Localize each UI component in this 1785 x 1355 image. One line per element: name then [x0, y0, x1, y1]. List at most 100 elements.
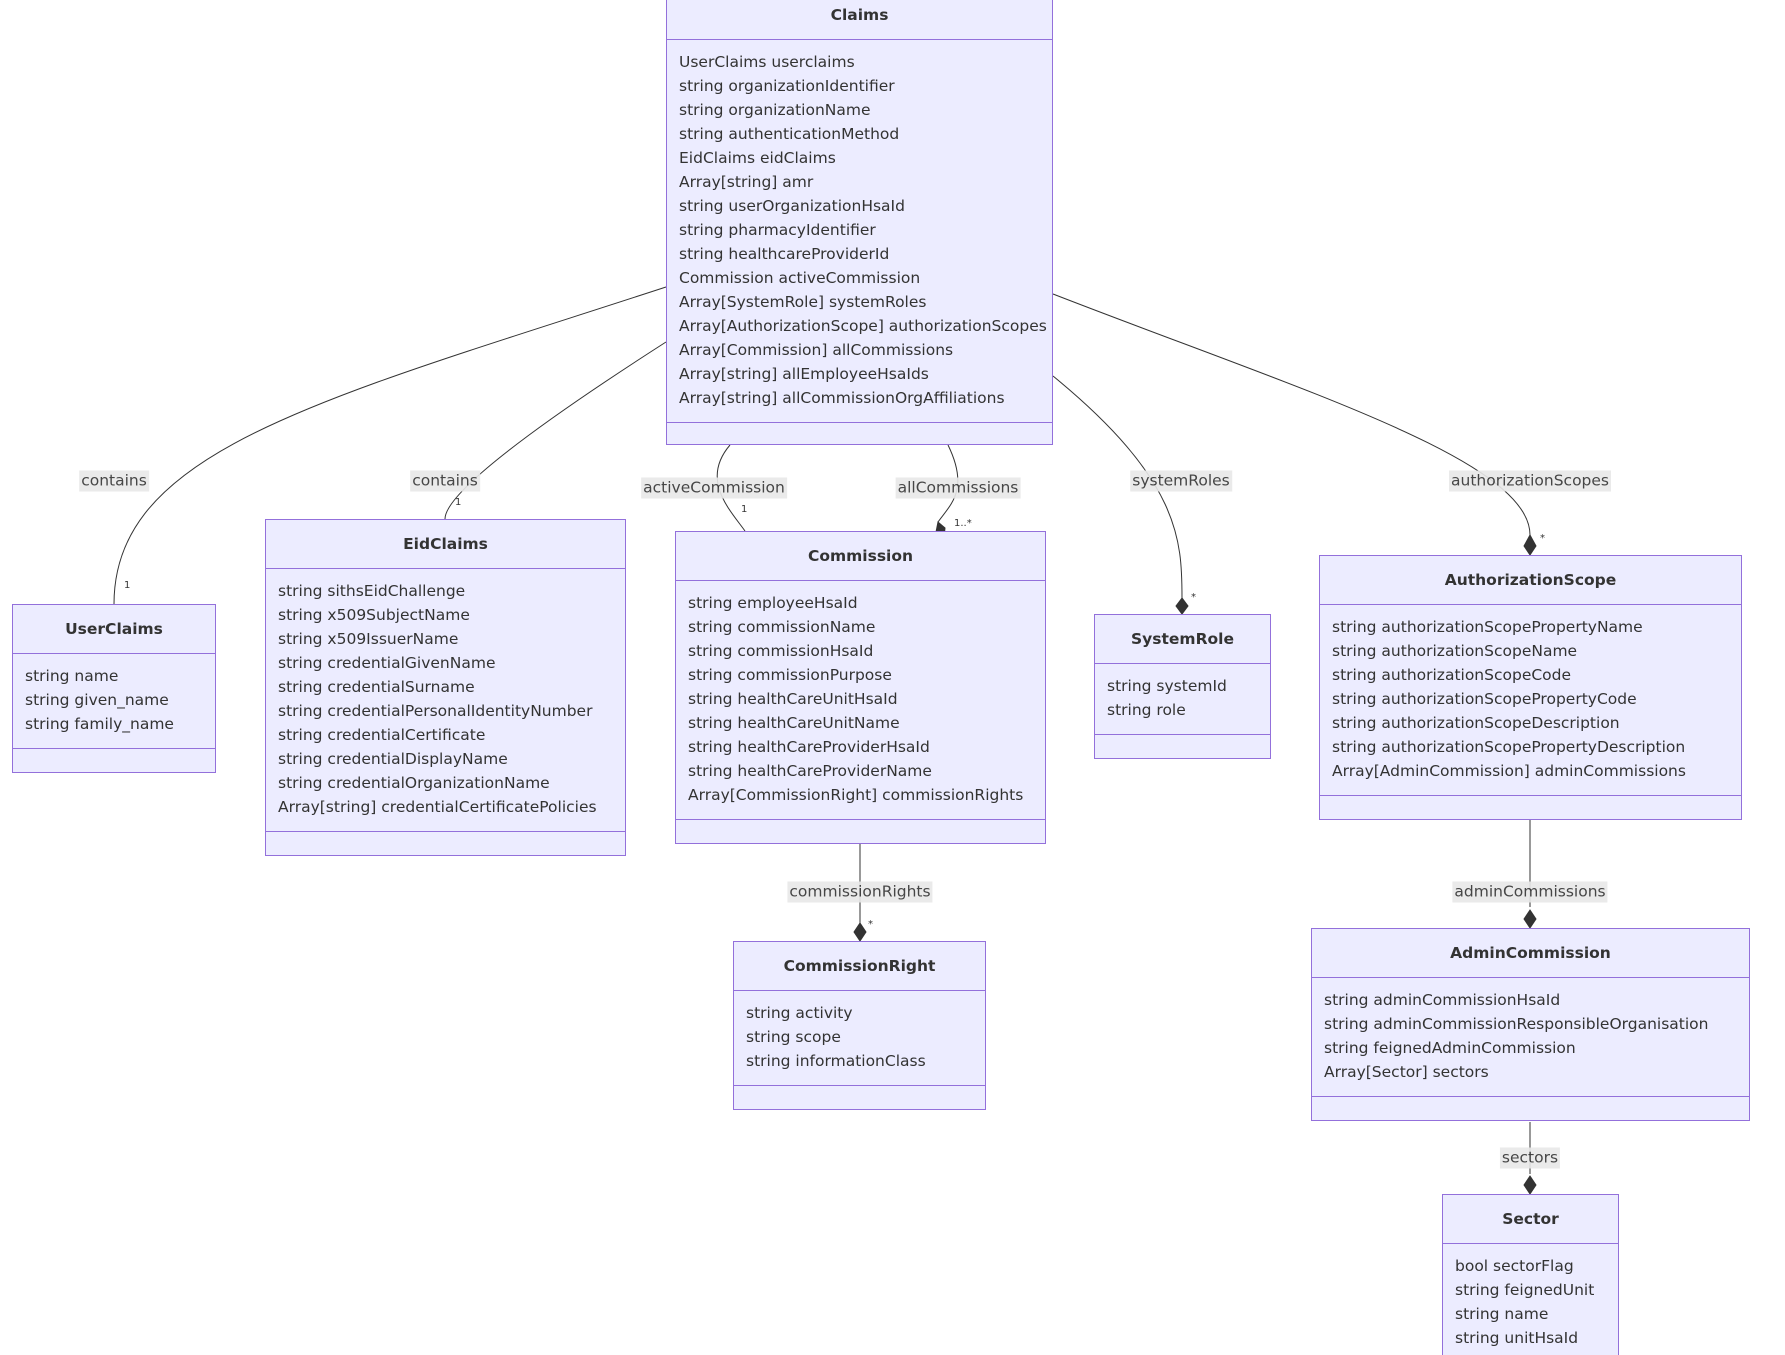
class-attributes: string authorizationScopePropertyName st… — [1320, 605, 1741, 796]
cardinality-eidclaims: 1 — [455, 497, 462, 508]
class-attribute: string healthCareProviderHsaId — [688, 738, 930, 756]
class-attribute: string credentialSurname — [278, 678, 475, 696]
class-authorizationscope[interactable]: AuthorizationScope string authorizationS… — [1319, 555, 1742, 820]
edge-claims-authorizationscopes — [1052, 293, 1531, 536]
class-attribute: Commission activeCommission — [679, 269, 921, 287]
class-eidclaims[interactable]: EidClaims string sithsEidChallenge strin… — [265, 519, 626, 856]
class-attribute: Array[string] allCommissionOrgAffiliatio… — [679, 389, 1005, 407]
class-attribute: string credentialDisplayName — [278, 750, 508, 768]
class-systemrole[interactable]: SystemRole string systemId string role — [1094, 614, 1271, 759]
class-commission[interactable]: Commission string employeeHsaId string c… — [675, 531, 1046, 844]
class-admincommission[interactable]: AdminCommission string adminCommissionHs… — [1311, 928, 1750, 1121]
edge-claims-eidclaims — [444, 341, 667, 520]
class-attribute: string commissionName — [688, 618, 876, 636]
class-attribute: string unitHsaId — [1455, 1329, 1579, 1347]
class-title: SystemRole — [1095, 615, 1270, 664]
class-attribute: string commissionPurpose — [688, 666, 892, 684]
class-title: EidClaims — [266, 520, 625, 569]
cardinality-commissionrights: * — [868, 919, 873, 930]
class-attributes: string activity string scope string info… — [734, 991, 985, 1086]
diamond-marker-authorizationscopes — [1523, 533, 1537, 556]
class-attribute: string scope — [746, 1028, 841, 1046]
class-attributes: UserClaims userclaims string organizatio… — [667, 40, 1052, 423]
class-attribute: string sithsEidChallenge — [278, 582, 466, 600]
class-attributes: bool sectorFlag string feignedUnit strin… — [1443, 1244, 1618, 1355]
class-attribute: string credentialPersonalIdentityNumber — [278, 702, 593, 720]
class-attribute: Array[SystemRole] systemRoles — [679, 293, 927, 311]
class-attribute: string given_name — [25, 691, 169, 709]
class-attribute: string authorizationScopeDescription — [1332, 714, 1620, 732]
class-attribute: string healthCareUnitName — [688, 714, 900, 732]
class-attributes: string adminCommissionHsaId string admin… — [1312, 978, 1749, 1097]
class-attribute: string healthCareUnitHsaId — [688, 690, 898, 708]
class-attribute: string name — [1455, 1305, 1549, 1323]
class-attribute: string authorizationScopePropertyName — [1332, 618, 1643, 636]
class-title: Claims — [667, 0, 1052, 40]
class-title: AdminCommission — [1312, 929, 1749, 978]
class-attribute: Array[AuthorizationScope] authorizationS… — [679, 317, 1047, 335]
diamond-marker-sectors — [1523, 1175, 1537, 1195]
class-attribute: string x509IssuerName — [278, 630, 459, 648]
class-commissionright[interactable]: CommissionRight string activity string s… — [733, 941, 986, 1110]
class-attribute: string healthcareProviderId — [679, 245, 890, 263]
class-attribute: string employeeHsaId — [688, 594, 858, 612]
cardinality-activecommission: 1 — [741, 504, 748, 515]
diamond-marker-systemroles — [1175, 597, 1189, 615]
class-attribute: Array[string] amr — [679, 173, 814, 191]
class-attribute: string credentialGivenName — [278, 654, 496, 672]
class-attribute: EidClaims eidClaims — [679, 149, 836, 167]
class-attribute: bool sectorFlag — [1455, 1257, 1574, 1275]
class-attribute: string systemId — [1107, 677, 1227, 695]
class-attributes: string employeeHsaId string commissionNa… — [676, 581, 1045, 820]
class-title: Commission — [676, 532, 1045, 581]
class-userclaims[interactable]: UserClaims string name string given_name… — [12, 604, 216, 773]
class-attributes: string systemId string role — [1095, 664, 1270, 735]
class-attribute: string role — [1107, 701, 1186, 719]
class-title: AuthorizationScope — [1320, 556, 1741, 605]
class-attribute: string organizationIdentifier — [679, 77, 895, 95]
class-attribute: string healthCareProviderName — [688, 762, 932, 780]
class-attribute: Array[string] credentialCertificatePolic… — [278, 798, 597, 816]
cardinality-systemroles: * — [1191, 592, 1196, 603]
class-attribute: string x509SubjectName — [278, 606, 470, 624]
class-attribute: Array[Sector] sectors — [1324, 1063, 1489, 1081]
class-attribute: string authorizationScopePropertyDescrip… — [1332, 738, 1686, 756]
class-sector[interactable]: Sector bool sectorFlag string feignedUni… — [1442, 1194, 1619, 1355]
class-attribute: string family_name — [25, 715, 174, 733]
class-title: UserClaims — [13, 605, 215, 654]
edge-label-contains: contains — [79, 470, 149, 492]
class-attributes: string sithsEidChallenge string x509Subj… — [266, 569, 625, 832]
class-attribute: string name — [25, 667, 119, 685]
class-attributes: string name string given_name string fam… — [13, 654, 215, 749]
class-attribute: string userOrganizationHsaId — [679, 197, 905, 215]
class-attribute: string authorizationScopePropertyCode — [1332, 690, 1637, 708]
cardinality-userclaims: 1 — [124, 580, 131, 591]
class-attribute: Array[string] allEmployeeHsaIds — [679, 365, 929, 383]
class-attribute: Array[AdminCommission] adminCommissions — [1332, 762, 1686, 780]
edge-label-systemroles: systemRoles — [1130, 470, 1232, 492]
class-attribute: string activity — [746, 1004, 853, 1022]
class-attribute: string credentialCertificate — [278, 726, 486, 744]
edge-label-contains: contains — [410, 470, 480, 492]
edge-label-commissionrights: commissionRights — [787, 881, 933, 903]
edge-label-allcommissions: allCommissions — [895, 477, 1021, 499]
class-attribute: Array[Commission] allCommissions — [679, 341, 954, 359]
edge-claims-userclaims — [113, 286, 667, 605]
class-title: CommissionRight — [734, 942, 985, 991]
cardinality-allcommissions: 1..* — [954, 518, 972, 529]
edge-claims-systemroles — [1052, 375, 1183, 599]
class-claims[interactable]: Claims UserClaims userclaims string orga… — [666, 0, 1053, 445]
class-attribute: string feignedUnit — [1455, 1281, 1595, 1299]
edge-label-sectors: sectors — [1499, 1147, 1561, 1169]
class-attribute: string adminCommissionResponsibleOrganis… — [1324, 1015, 1709, 1033]
class-attribute: string credentialOrganizationName — [278, 774, 550, 792]
class-attribute: string adminCommissionHsaId — [1324, 991, 1561, 1009]
class-attribute: string commissionHsaId — [688, 642, 874, 660]
class-title: Sector — [1443, 1195, 1618, 1244]
class-attribute: string organizationName — [679, 101, 871, 119]
class-attribute: Array[CommissionRight] commissionRights — [688, 786, 1024, 804]
edge-label-activecommission: activeCommission — [641, 477, 787, 499]
diamond-marker-admincommissions — [1523, 909, 1537, 929]
